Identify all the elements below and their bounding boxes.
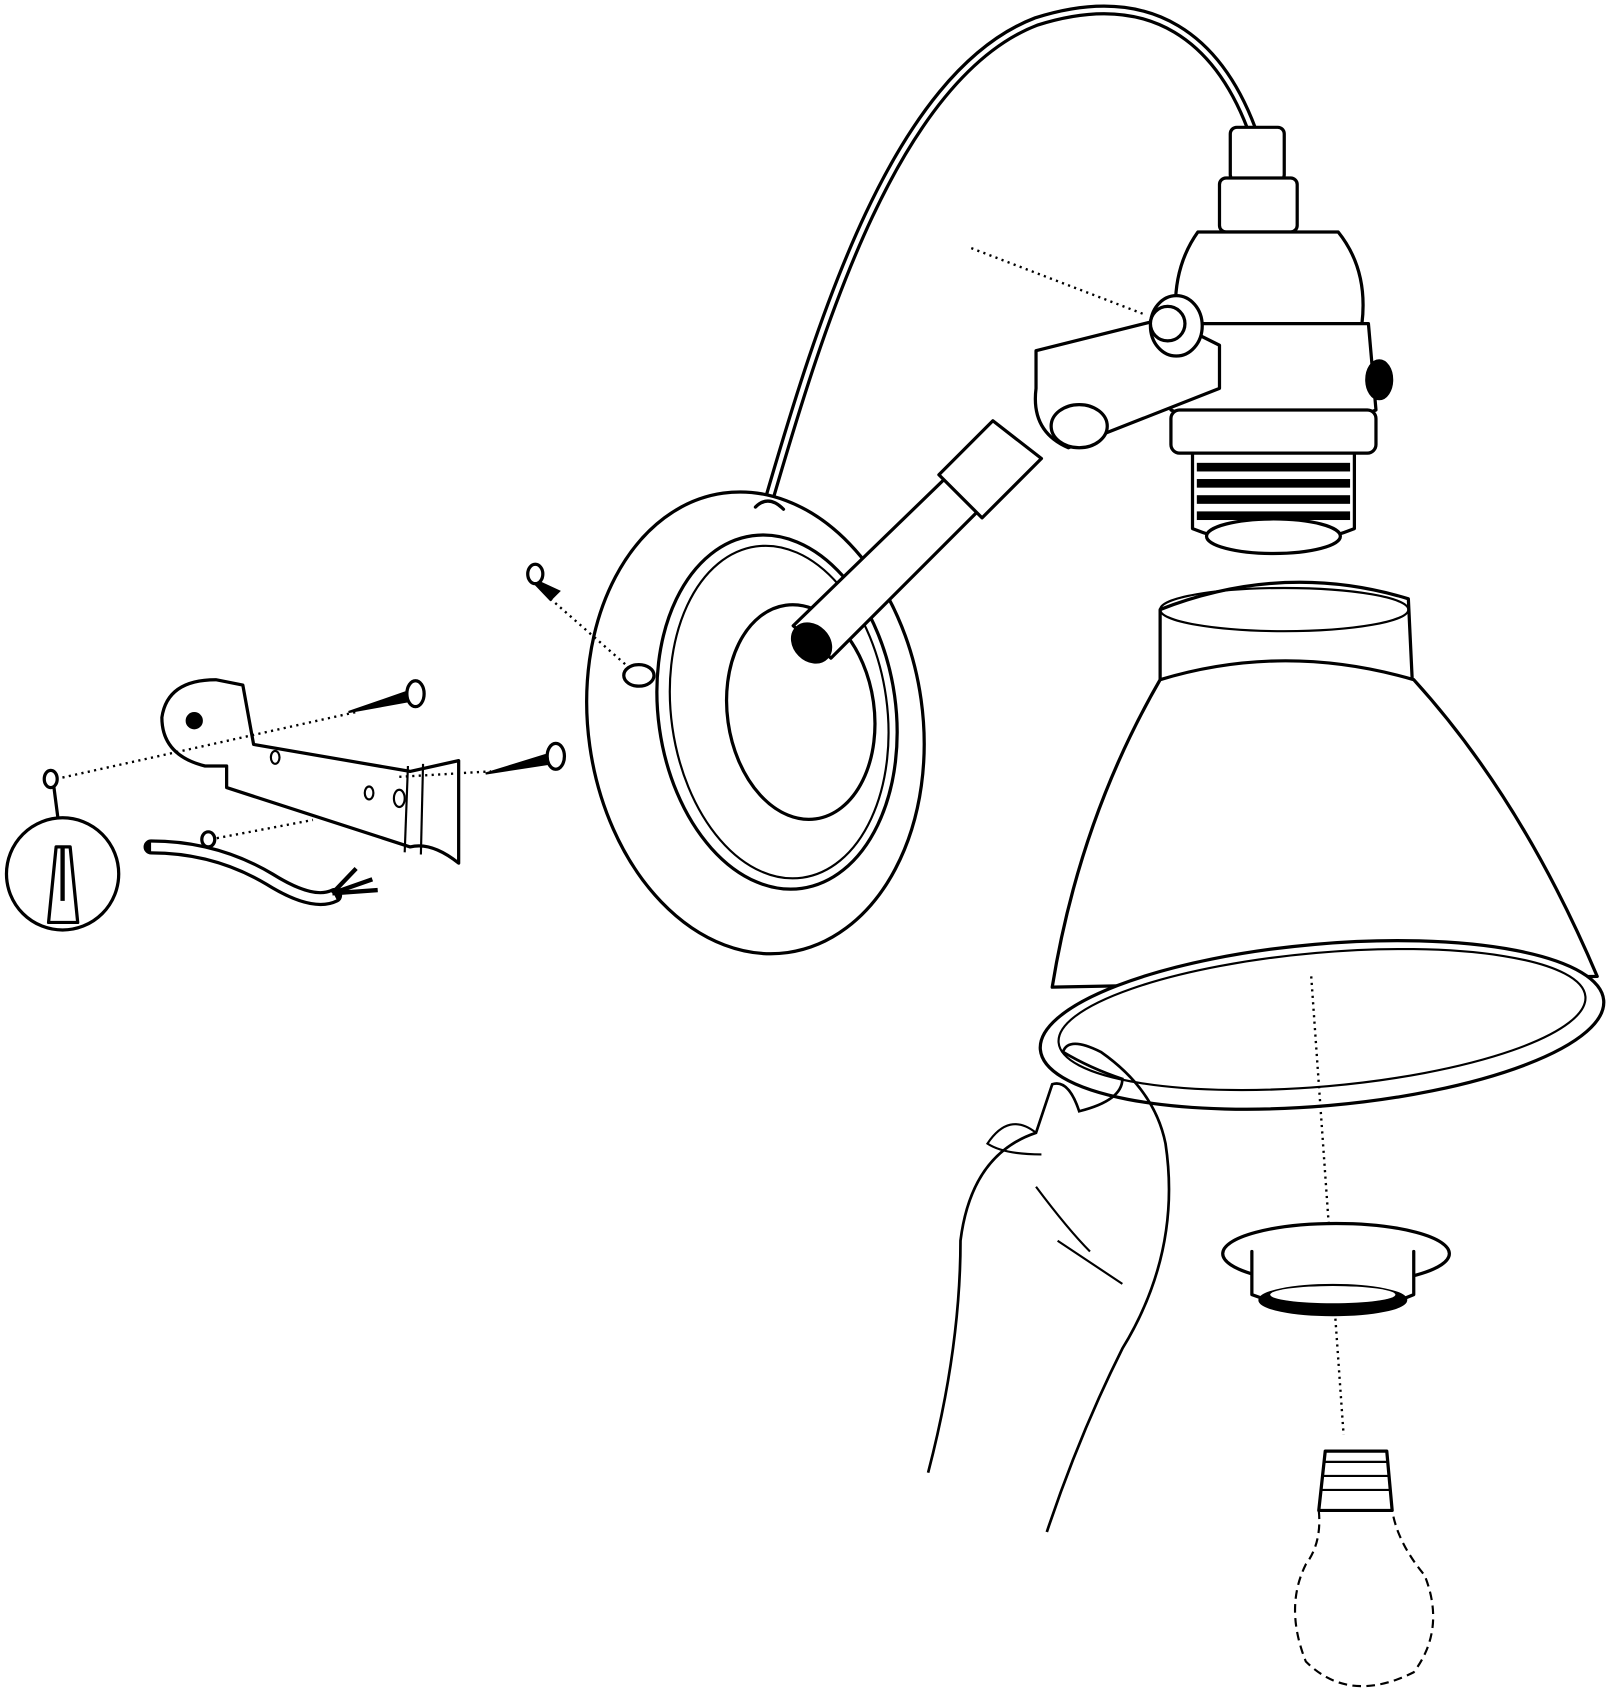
lamp-arm [790, 419, 1044, 664]
lamp-socket [970, 125, 1394, 556]
screw-plate [526, 562, 561, 602]
wall-plug-hole [200, 830, 217, 849]
lamp-shade [1038, 580, 1606, 1111]
guide-lines [55, 597, 629, 841]
screw-lower [485, 741, 567, 775]
assembly-axis [1310, 976, 1345, 1435]
wall-plate [585, 490, 926, 956]
bulb-thread [1322, 1460, 1392, 1492]
light-bulb [1294, 1449, 1435, 1688]
mounting-bracket [160, 678, 461, 865]
socket-thread [1196, 462, 1351, 521]
power-cable-arc [762, 4, 1258, 508]
screw-upper [348, 679, 426, 714]
wall-plug-detail [4, 785, 121, 932]
supply-cable [143, 839, 378, 907]
wall-plug-hole [42, 768, 59, 790]
ring-nut [1221, 1221, 1451, 1317]
hand [926, 1042, 1171, 1533]
